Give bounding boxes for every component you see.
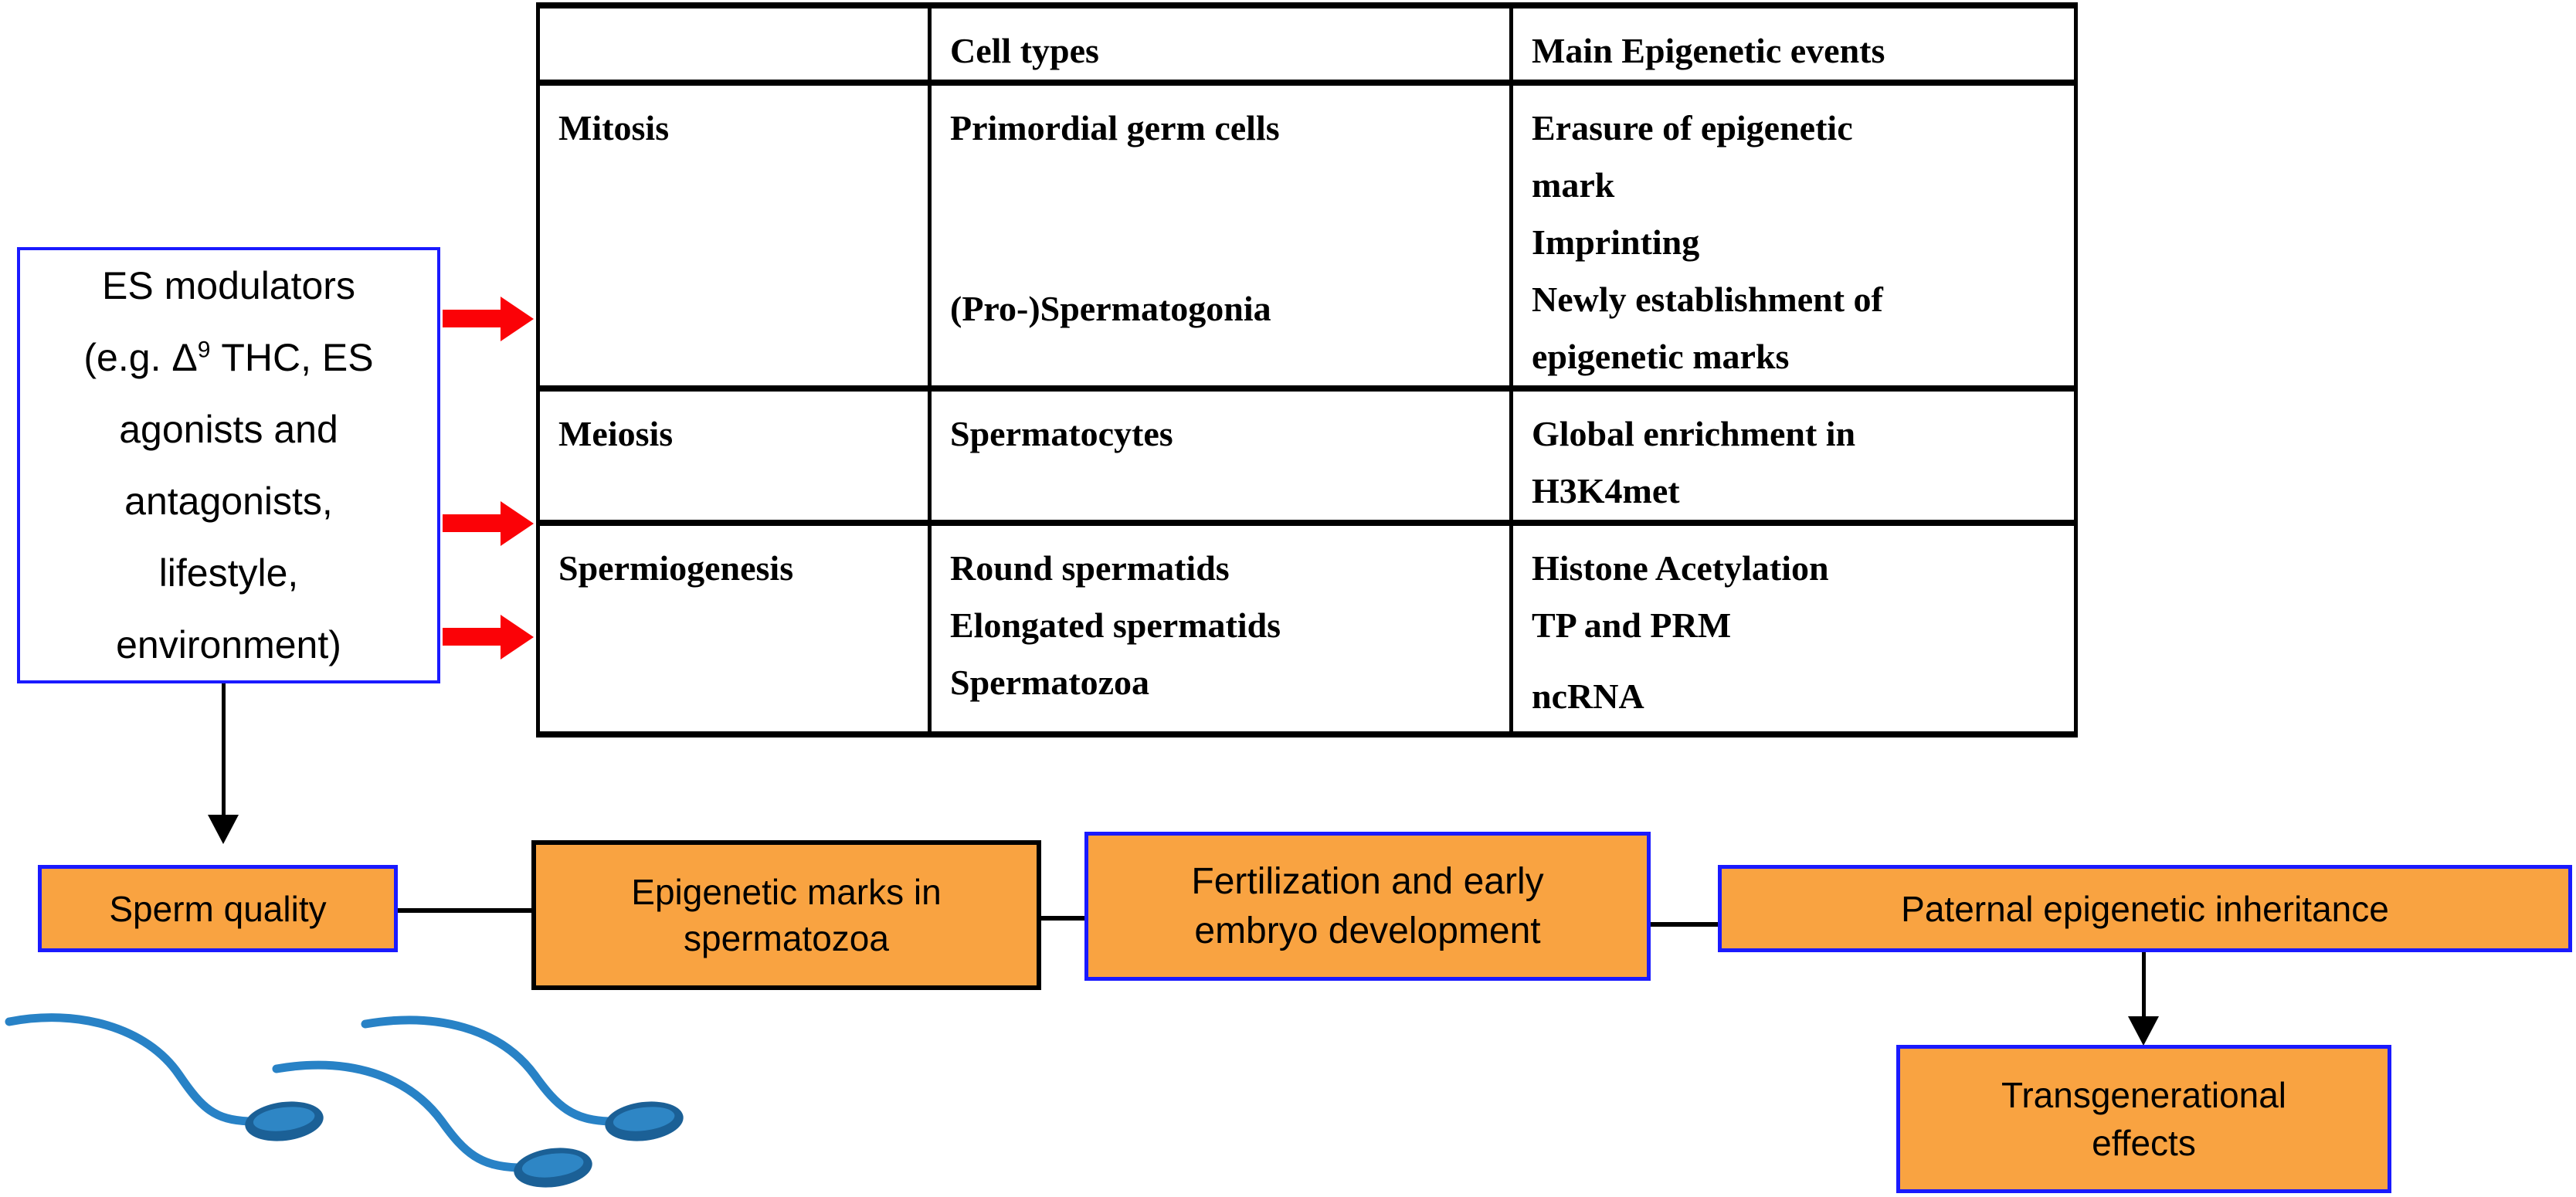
cell-phase-mitosis: Mitosis	[536, 80, 932, 392]
red-arrow-right-icon	[443, 514, 501, 532]
fertilization-box: Fertilization and early embryo developme…	[1084, 832, 1651, 981]
table-row-mitosis: Mitosis Primordial germ cells (Pro-)Sper…	[536, 80, 2078, 392]
box-label-line: Transgenerational	[2001, 1075, 2287, 1115]
red-arrow-right-icon	[501, 297, 534, 341]
event-line: epigenetic marks	[1532, 337, 1790, 376]
sperm-cell	[361, 1016, 684, 1141]
event-line: mark	[1532, 165, 1615, 205]
arrow-down-icon	[208, 815, 239, 844]
box-label-line: Fertilization and early	[1191, 860, 1544, 902]
phase-label: Mitosis	[558, 108, 670, 148]
cell-events-spermiogenesis: Histone Acetylation TP and PRM ncRNA	[1509, 520, 2078, 738]
box-label: Sperm quality	[109, 888, 327, 929]
cell-events-meiosis: Global enrichment in H3K4met	[1509, 385, 2078, 526]
sperm-head	[245, 1101, 324, 1141]
red-arrow-right-icon	[443, 310, 501, 327]
event-line: Histone Acetylation	[1532, 548, 1829, 588]
sperm-head	[514, 1148, 592, 1188]
es-modulators-box: ES modulators (e.g. Δ9 THC, ES agonists …	[17, 247, 440, 683]
red-arrow-right-icon	[443, 628, 501, 646]
sperm-quality-box: Sperm quality	[38, 865, 398, 952]
sperm-tail	[5, 1013, 253, 1126]
cell-type-line: Round spermatids	[950, 548, 1230, 588]
cell-type-line: Spermatocytes	[950, 414, 1173, 453]
event-line: TP and PRM	[1532, 605, 1732, 645]
box-label: Paternal epigenetic inheritance	[1901, 888, 2389, 929]
sperm-head-inner	[521, 1153, 584, 1178]
phase-label: Meiosis	[558, 414, 674, 453]
box-label-line: Epigenetic marks in	[631, 872, 942, 912]
box-label-line: spermatozoa	[684, 918, 889, 958]
spermatogenesis-table: Cell types Main Epigenetic events Mitosi…	[536, 2, 2078, 738]
es-box-text: THC, ES	[221, 335, 374, 379]
event-line: H3K4met	[1532, 471, 1680, 510]
box-label-line: embryo development	[1194, 910, 1541, 951]
cell-events-mitosis: Erasure of epigenetic mark Imprinting Ne…	[1509, 80, 2078, 392]
sperm-tail	[361, 1016, 613, 1126]
header-cell-types: Cell types	[928, 2, 1513, 86]
sperm-head-inner	[613, 1107, 675, 1131]
header-epigenetic-events: Main Epigenetic events	[1509, 2, 2078, 86]
sperm-cell	[272, 1060, 592, 1188]
event-line: Erasure of epigenetic	[1532, 108, 1853, 148]
arrow-down-icon	[2128, 1016, 2159, 1046]
es-box-text: (e.g. Δ	[83, 335, 198, 379]
sperm-head	[605, 1101, 684, 1141]
event-line: Global enrichment in	[1532, 414, 1856, 453]
cell-type-line: Primordial germ cells	[950, 108, 1280, 148]
cell-type-line: Elongated spermatids	[950, 605, 1281, 645]
sperm-tail	[272, 1060, 522, 1172]
connector-line	[1039, 916, 1087, 921]
paternal-inheritance-box: Paternal epigenetic inheritance	[1718, 865, 2572, 952]
cell-type-line: Spermatozoa	[950, 663, 1150, 702]
box-label-line: effects	[2092, 1123, 2196, 1163]
cell-types-spermiogenesis: Round spermatids Elongated spermatids Sp…	[928, 520, 1513, 738]
es-box-line: antagonists,	[124, 479, 333, 523]
arrow-down-icon	[2142, 952, 2146, 1016]
event-line: Newly establishment of	[1532, 280, 1883, 319]
es-box-line: environment)	[116, 622, 341, 666]
red-arrow-right-icon	[501, 615, 534, 660]
arrow-down-icon	[222, 683, 226, 815]
cell-phase-meiosis: Meiosis	[536, 385, 932, 526]
table-header-row: Cell types Main Epigenetic events	[536, 2, 2078, 86]
sperm-cell	[5, 1013, 324, 1141]
connector-line	[395, 908, 534, 913]
cell-type-line: (Pro-)Spermatogonia	[950, 289, 1271, 328]
table-row-meiosis: Meiosis Spermatocytes Global enrichment …	[536, 385, 2078, 526]
connector-line	[1648, 922, 1720, 927]
table-row-spermiogenesis: Spermiogenesis Round spermatids Elongate…	[536, 520, 2078, 738]
es-box-line: ES modulators	[102, 263, 355, 307]
es-box-line: agonists and	[119, 407, 338, 451]
epigenetic-marks-box: Epigenetic marks in spermatozoa	[531, 840, 1041, 990]
es-box-line: lifestyle,	[158, 551, 299, 595]
cell-types-meiosis: Spermatocytes	[928, 385, 1513, 526]
transgenerational-effects-box: Transgenerational effects	[1896, 1045, 2391, 1193]
es-box-line: (e.g. Δ9 THC, ES	[83, 322, 373, 394]
event-line: ncRNA	[1532, 676, 1644, 716]
phase-label: Spermiogenesis	[558, 548, 794, 588]
cell-phase-spermiogenesis: Spermiogenesis	[536, 520, 932, 738]
delta9-superscript: 9	[197, 336, 211, 362]
header-empty	[536, 2, 932, 86]
red-arrow-right-icon	[501, 501, 534, 546]
cell-types-mitosis: Primordial germ cells (Pro-)Spermatogoni…	[928, 80, 1513, 392]
event-line: Imprinting	[1532, 222, 1700, 262]
sperm-head-inner	[253, 1107, 315, 1131]
